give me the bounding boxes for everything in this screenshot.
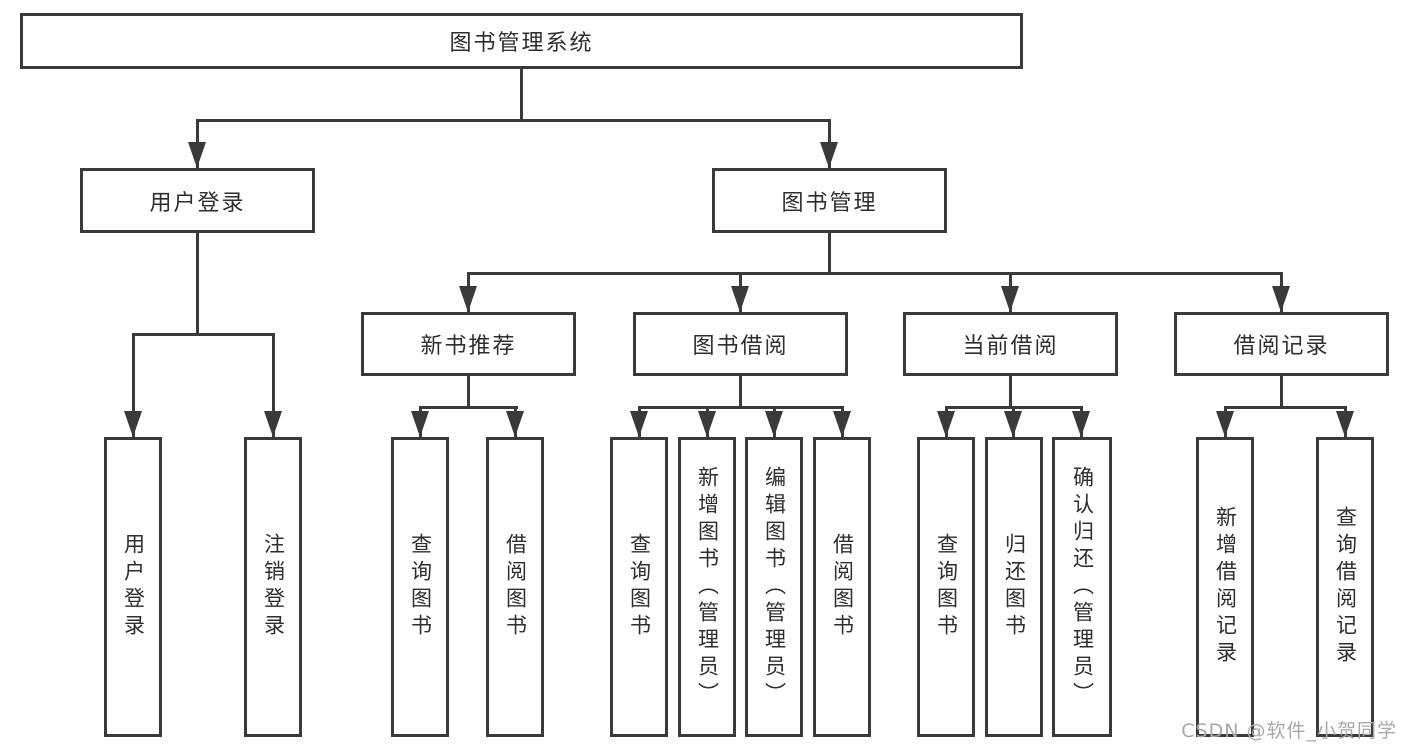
node-logout: 注销登录: [244, 437, 302, 737]
connector-root-trunk: [520, 68, 523, 122]
node-return-books: 归还图书: [985, 437, 1043, 737]
node-current-borrowing: 当前借阅: [903, 312, 1118, 376]
connector-borrowing-records-trunk: [1280, 376, 1283, 409]
connector-root-bar: [196, 119, 831, 122]
connector-book-management-bar: [467, 272, 1282, 275]
node-label: 借阅图书: [503, 533, 528, 641]
arrowhead-down-icon: [1072, 411, 1090, 437]
node-label: 新增借阅记录: [1213, 506, 1238, 668]
node-library-management-system: 图书管理系统: [20, 13, 1023, 69]
node-label: 用户登录: [149, 190, 246, 216]
node-query-borrow-record: 查询借阅记录: [1316, 437, 1374, 737]
connector-current-borrowing-trunk: [1009, 376, 1012, 409]
node-label: 查询借阅记录: [1333, 506, 1358, 668]
arrowhead-down-icon: [1004, 411, 1022, 437]
node-add-borrow-record: 新增借阅记录: [1196, 437, 1254, 737]
node-label: 查询图书: [408, 533, 433, 641]
node-query-books-1: 查询图书: [391, 437, 449, 737]
connector-book-management-trunk: [828, 233, 831, 275]
node-label: 新增图书（管理员）: [695, 465, 720, 709]
connector-borrowing-records-bar: [1224, 406, 1346, 409]
node-query-books-3: 查询图书: [917, 437, 975, 737]
node-borrowing-records: 借阅记录: [1174, 312, 1389, 376]
node-label: 确认归还（管理员）: [1070, 465, 1095, 709]
arrowhead-down-icon: [459, 286, 477, 312]
arrowhead-down-icon: [264, 411, 282, 437]
arrowhead-down-icon: [1272, 286, 1290, 312]
arrowhead-down-icon: [833, 411, 851, 437]
node-add-books-admin: 新增图书（管理员）: [678, 437, 736, 737]
node-label: 查询图书: [934, 533, 959, 641]
node-label: 注销登录: [261, 533, 286, 641]
arrowhead-down-icon: [411, 411, 429, 437]
node-borrow-books-2: 借阅图书: [813, 437, 871, 737]
node-borrow-books-1: 借阅图书: [486, 437, 544, 737]
node-new-book-recommend: 新书推荐: [361, 312, 576, 376]
arrowhead-down-icon: [765, 411, 783, 437]
node-book-management: 图书管理: [712, 168, 947, 233]
node-label: 新书推荐: [420, 334, 517, 359]
node-label: 借阅图书: [830, 533, 855, 641]
arrowhead-down-icon: [1001, 286, 1019, 312]
node-label: 当前借阅: [962, 334, 1059, 359]
node-user-login-group: 用户登录: [80, 168, 315, 233]
node-label: 编辑图书（管理员）: [762, 465, 787, 709]
arrowhead-down-icon: [630, 411, 648, 437]
arrowhead-down-icon: [937, 411, 955, 437]
node-user-login: 用户登录: [104, 437, 162, 737]
node-query-books-2: 查询图书: [610, 437, 668, 737]
arrowhead-down-icon: [188, 142, 206, 168]
connector-book-borrowing-trunk: [739, 376, 742, 409]
node-label: 图书管理: [781, 190, 878, 216]
arrowhead-down-icon: [124, 411, 142, 437]
arrowhead-down-icon: [820, 142, 838, 168]
connector-user-login-bar: [132, 333, 275, 336]
arrowhead-down-icon: [1336, 411, 1354, 437]
connector-drop-user-login: [132, 333, 135, 437]
connector-drop-logout: [272, 333, 275, 437]
node-edit-books-admin: 编辑图书（管理员）: [745, 437, 803, 737]
node-label: 借阅记录: [1233, 334, 1330, 359]
arrowhead-down-icon: [506, 411, 524, 437]
connector-user-login-trunk: [196, 233, 199, 336]
node-label: 查询图书: [627, 533, 652, 641]
csdn-watermark: CSDN @软件_小贺同学: [1181, 720, 1397, 742]
node-label: 图书借阅: [692, 334, 789, 359]
node-label: 用户登录: [121, 533, 146, 641]
arrowhead-down-icon: [731, 286, 749, 312]
node-book-borrowing: 图书借阅: [633, 312, 848, 376]
connector-new-book-recommend-trunk: [467, 376, 470, 409]
node-label: 归还图书: [1002, 533, 1027, 641]
connector-book-borrowing-bar: [638, 406, 844, 409]
arrowhead-down-icon: [1216, 411, 1234, 437]
node-confirm-return-admin: 确认归还（管理员）: [1052, 437, 1112, 737]
arrowhead-down-icon: [698, 411, 716, 437]
node-label: 图书管理系统: [449, 31, 594, 56]
connector-new-book-recommend-bar: [419, 406, 518, 409]
